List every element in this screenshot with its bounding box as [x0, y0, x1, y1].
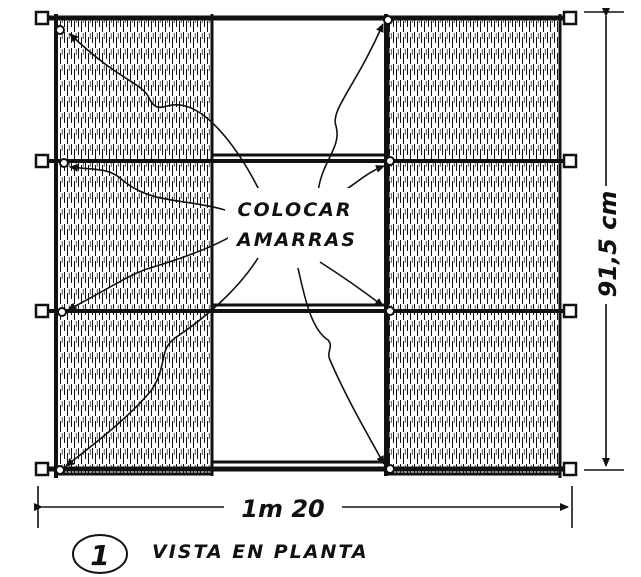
height-dimension-line: [584, 8, 624, 471]
arrow-to-bottom-left: [65, 257, 259, 467]
arrow-to-third-left: [67, 231, 239, 311]
reed-mat-right: [386, 16, 562, 476]
tie-joints: [55, 15, 395, 475]
arrow-to-top-left: [69, 33, 263, 197]
reed-mat-left: [54, 16, 214, 476]
arrow-to-second-left: [69, 163, 226, 211]
rail-end-caps: [34, 10, 578, 477]
caption-vista-en-planta: VISTA EN PLANTA: [152, 541, 369, 563]
height-dimension-label: 91,5 cm: [594, 191, 622, 298]
arrow-to-third-right: [319, 261, 384, 307]
width-dimension-label: 1m 20: [241, 495, 324, 523]
arrow-to-top-right: [317, 23, 384, 193]
figure-number-badge: 1: [72, 534, 128, 574]
callout-background: [228, 188, 362, 254]
figure-number: 1: [90, 539, 109, 572]
horizontal-rails: [40, 15, 572, 472]
callout-arrows: [65, 23, 385, 467]
callout-line-2: AMARRAS: [235, 229, 357, 251]
callout-line-1: COLOCAR: [238, 199, 353, 221]
arrow-to-bottom-right: [297, 267, 385, 465]
arrow-to-second-right: [344, 165, 385, 191]
width-dimension-line: [34, 486, 573, 528]
